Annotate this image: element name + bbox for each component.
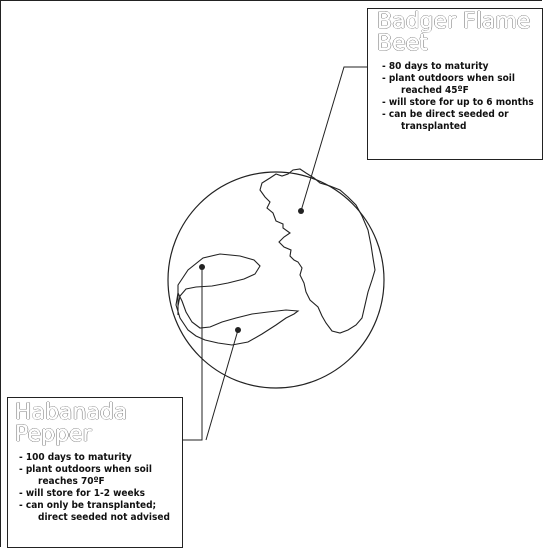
beet-fact-continuation: reached 45ºF xyxy=(401,85,469,96)
pepper-fact: - 100 days to maturity xyxy=(18,452,182,464)
beet-fact-text: - plant outdoors when soil xyxy=(382,73,515,84)
pepper-fact: - will store for 1-2 weeks xyxy=(18,488,182,500)
beet-fact-text: - 80 days to maturity xyxy=(382,61,489,72)
beet-fact: - will store for up to 6 months xyxy=(381,97,542,109)
pepper-callout: Habanada Pepper - 100 days to maturity -… xyxy=(7,397,183,548)
beet-fact: - 80 days to maturity xyxy=(381,61,542,73)
pepper-facts-list: - 100 days to maturity - plant outdoors … xyxy=(18,452,182,524)
beet-callout: Badger Flame Beet - 80 days to maturity … xyxy=(367,8,543,160)
pepper-fact: - can only be transplanted;direct seeded… xyxy=(18,500,182,524)
pepper-title: Habanada Pepper xyxy=(15,400,128,447)
pepper-leader-line-upper xyxy=(183,267,203,441)
pepper-area-upper xyxy=(177,253,261,315)
pepper-fact-continuation: direct seeded not advised xyxy=(38,512,170,523)
beet-facts-list: - 80 days to maturity - plant outdoors w… xyxy=(381,61,542,133)
beet-title: Badger Flame Beet xyxy=(377,9,531,56)
pepper-fact-text: - will store for 1-2 weeks xyxy=(19,488,145,499)
beet-leader-line xyxy=(300,66,367,212)
pepper-fact-text: - plant outdoors when soil xyxy=(19,464,152,475)
beet-fact-text: - will store for up to 6 months xyxy=(382,97,534,108)
beet-area xyxy=(259,168,376,334)
pepper-fact-text: - can only be transplanted; xyxy=(19,500,157,511)
beet-fact-continuation: transplanted xyxy=(401,121,467,132)
pepper-area-lower xyxy=(175,291,300,346)
pepper-fact-text: - 100 days to maturity xyxy=(19,452,132,463)
beet-fact-text: - can be direct seeded or xyxy=(382,109,509,120)
plot-circle xyxy=(167,171,385,389)
pepper-leader-line-lower xyxy=(205,329,239,441)
pepper-fact-continuation: reaches 70ºF xyxy=(38,476,105,487)
